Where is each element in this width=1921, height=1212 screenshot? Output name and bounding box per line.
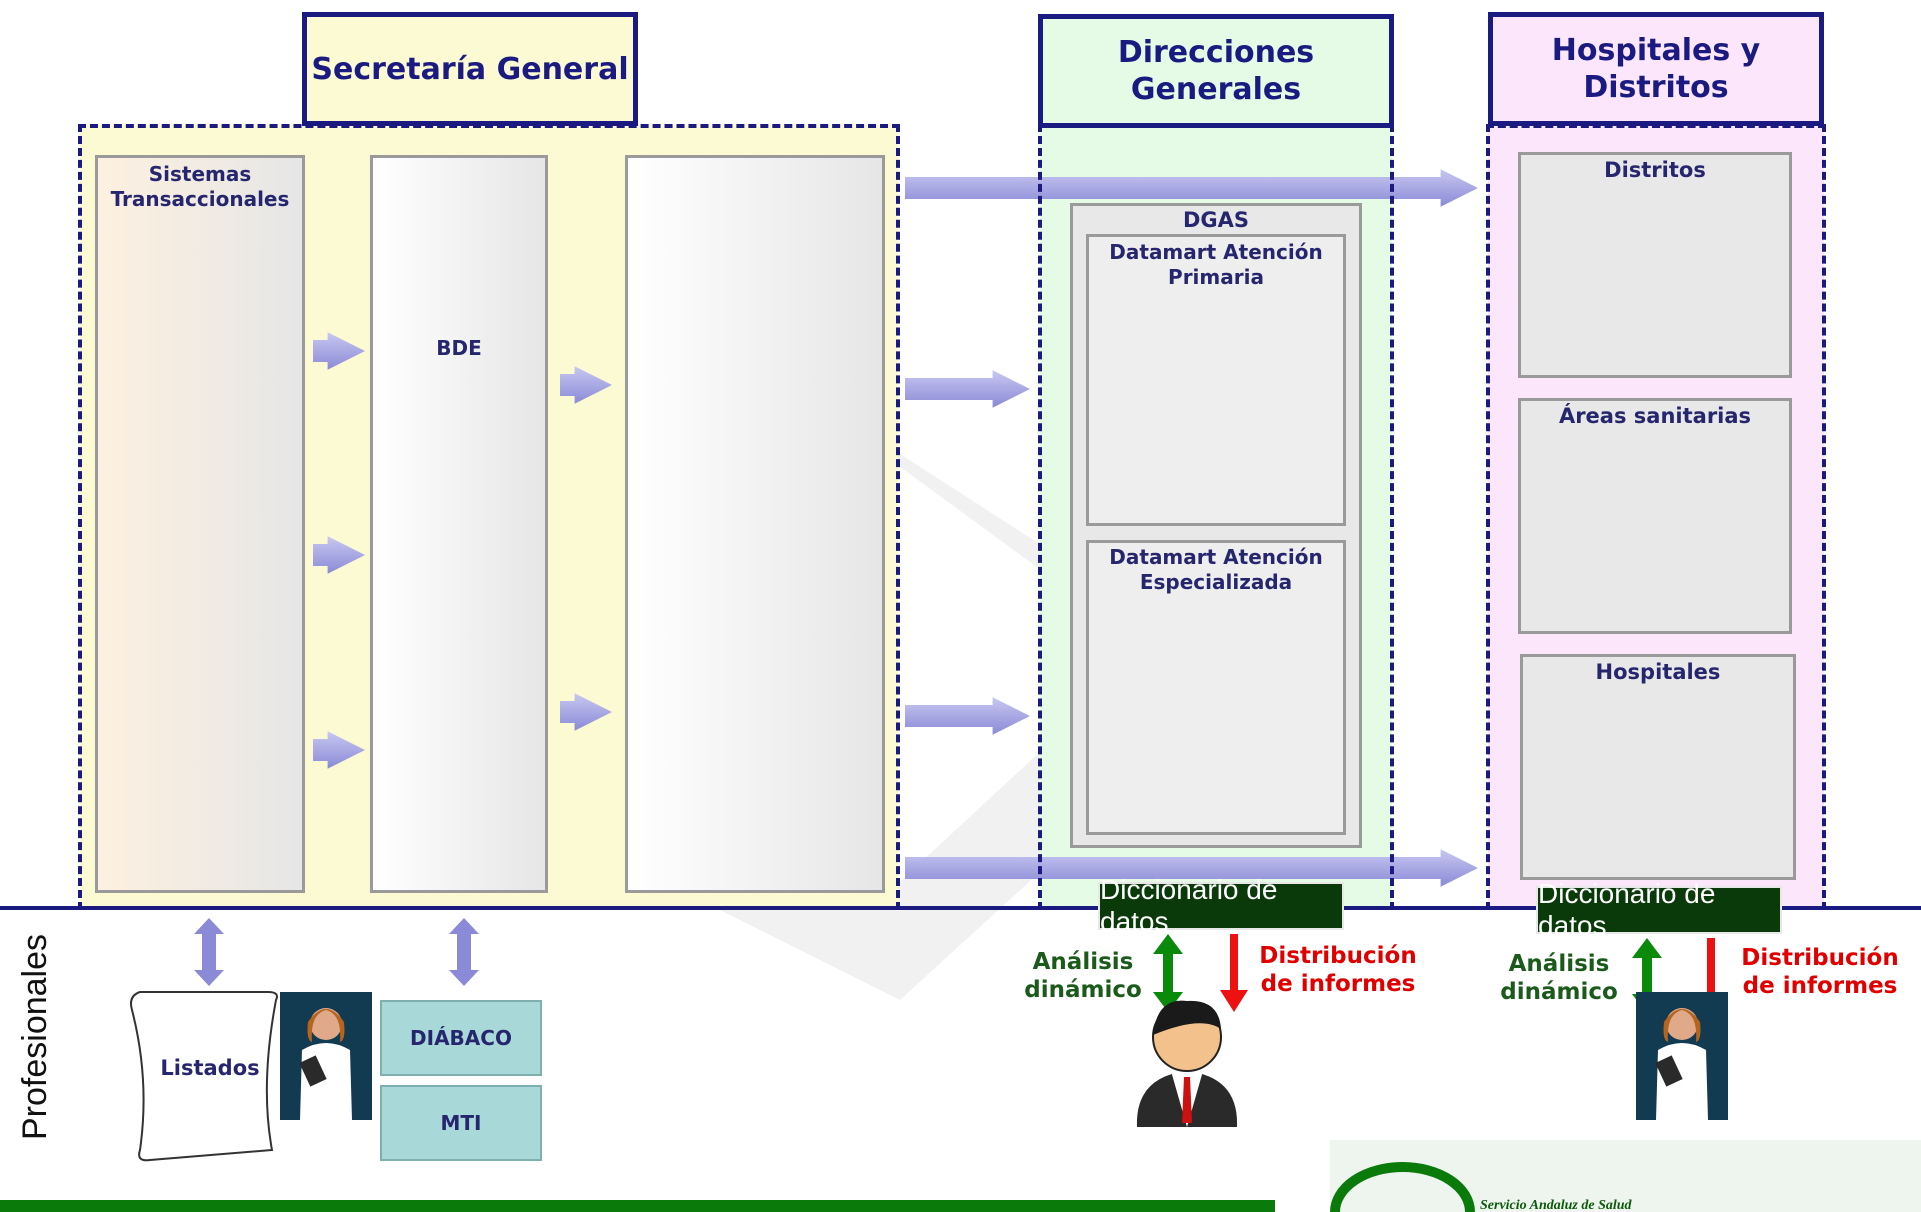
profesionales-label: Profesionales bbox=[16, 933, 54, 1140]
distritos-panel bbox=[1518, 152, 1792, 378]
doctor-icon-right-coat bbox=[1656, 1043, 1708, 1120]
footer-green-bar bbox=[0, 1200, 1275, 1212]
diccionario-direcciones: Diccionario de datos bbox=[1098, 874, 1344, 937]
direcciones-title: Direcciones Generales bbox=[1117, 35, 1315, 107]
doctor-icon-right-hair bbox=[1663, 1009, 1701, 1042]
doctor-icon-right-clipboard bbox=[1655, 1055, 1683, 1087]
bde-label: BDE bbox=[436, 336, 482, 360]
sistemas-label: Sistemas Transaccionales bbox=[110, 162, 290, 211]
listados-double-arrow-icon bbox=[194, 918, 224, 986]
diabaco-double-arrow-icon bbox=[449, 918, 479, 986]
doctor-icon-right-head bbox=[1666, 1008, 1698, 1040]
primaria-panel bbox=[1086, 234, 1346, 526]
arrow-bde-to-datamart-1 bbox=[560, 366, 612, 404]
areas-label: Áreas sanitarias bbox=[1558, 404, 1752, 428]
hospitales-title: Hospitales y Distritos bbox=[1551, 33, 1761, 105]
areas-panel bbox=[1518, 398, 1792, 634]
arrow-sistemas-to-bde-3 bbox=[313, 731, 365, 769]
mti-label: MTI bbox=[440, 1111, 482, 1135]
listados-scroll-icon bbox=[130, 991, 278, 1162]
doctor-icon-left-coat bbox=[300, 1043, 352, 1120]
distribucion-label-hospitales: Distribución de informes bbox=[1741, 945, 1899, 999]
secretaria-title: Secretaría General bbox=[311, 51, 629, 87]
distritos-label: Distritos bbox=[1604, 158, 1706, 182]
doctor-icon-left-head bbox=[310, 1008, 342, 1040]
diabaco-box: DIÁBACO bbox=[380, 1000, 542, 1076]
secretaria-region bbox=[78, 124, 900, 910]
analisis-label-direcciones: Análisis dinámico bbox=[1024, 949, 1142, 1003]
distribucion-down-arrow-icon-1 bbox=[1220, 934, 1248, 1012]
arrow-to-dgas-primaria bbox=[905, 370, 1030, 408]
hospitales-label: Hospitales bbox=[1595, 660, 1721, 684]
user-icon-hair bbox=[1153, 1000, 1221, 1035]
diabaco-label: DIÁBACO bbox=[410, 1026, 512, 1050]
bde-panel bbox=[370, 155, 548, 893]
logo-text: Servicio Andaluz de Salud bbox=[1480, 1198, 1632, 1212]
analisis-label-hospitales: Análisis dinámico bbox=[1500, 951, 1618, 1005]
arrow-bde-to-datamart-2 bbox=[560, 693, 612, 731]
logo-swoosh-icon bbox=[1330, 1140, 1921, 1212]
doctor-icon-left-clipboard bbox=[299, 1055, 327, 1087]
especializada-label: Datamart Atención Especializada bbox=[1109, 545, 1323, 594]
datamart-panel bbox=[625, 155, 885, 893]
especializada-panel bbox=[1086, 540, 1346, 835]
listados-label: Listados bbox=[160, 1056, 260, 1080]
arrow-sistemas-to-bde-1 bbox=[313, 332, 365, 370]
arrow-sistemas-to-bde-2 bbox=[313, 536, 365, 574]
analisis-double-arrow-icon-1 bbox=[1153, 934, 1183, 1012]
arrow-to-distritos bbox=[905, 169, 1478, 207]
hospitales-panel bbox=[1520, 654, 1796, 880]
secretaria-title-box: Secretaría General bbox=[302, 12, 638, 126]
primaria-label: Datamart Atención Primaria bbox=[1109, 240, 1323, 289]
direcciones-title-box: Direcciones Generales bbox=[1038, 14, 1394, 128]
distribucion-label-direcciones: Distribución de informes bbox=[1259, 943, 1417, 997]
arrow-to-hospitales bbox=[905, 849, 1478, 887]
mti-box: MTI bbox=[380, 1085, 542, 1161]
hospitales-title-box: Hospitales y Distritos bbox=[1488, 12, 1824, 126]
dgas-label: DGAS bbox=[1182, 208, 1250, 232]
diccionario-hospitales: Diccionario de datos bbox=[1536, 878, 1782, 941]
arrow-to-dgas-especializada bbox=[905, 697, 1030, 735]
sistemas-panel bbox=[95, 155, 305, 893]
user-icon-tie bbox=[1182, 1077, 1192, 1123]
doctor-icon-left-hair bbox=[307, 1009, 345, 1042]
